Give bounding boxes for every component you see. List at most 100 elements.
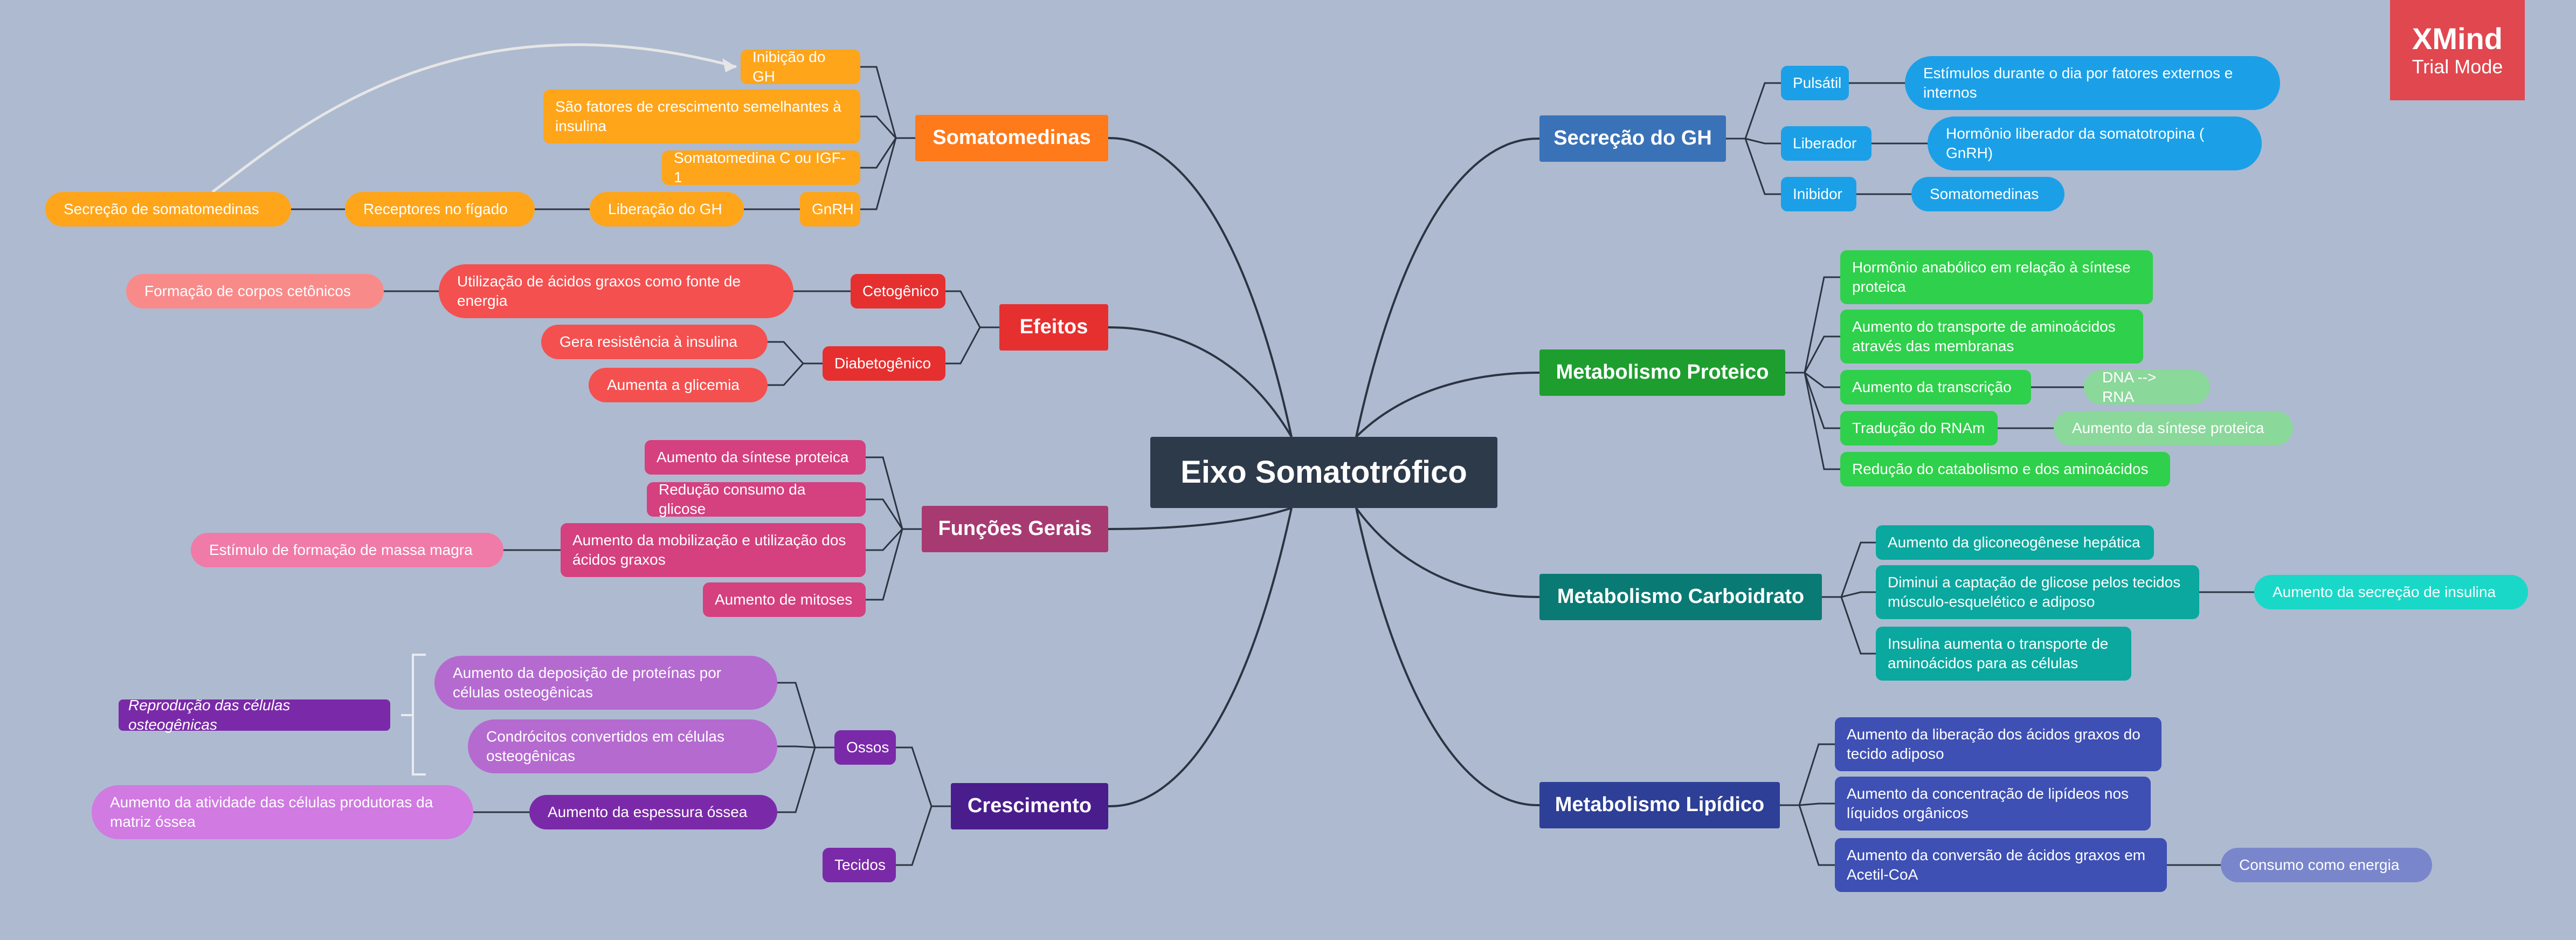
leaf-secrecao-somatomedinas[interactable]: Secreção de somatomedinas xyxy=(45,192,291,227)
central-topic[interactable]: Eixo Somatotrófico xyxy=(1150,437,1497,508)
main-branch-line xyxy=(1355,138,1540,437)
leaf-liberacao-gh[interactable]: Liberação do GH xyxy=(590,192,744,227)
branch-line xyxy=(866,498,903,530)
subtopic-diminui-captacao[interactable]: Diminui a captação de glicose pelos teci… xyxy=(1876,565,2199,619)
branch-line xyxy=(860,115,897,139)
branch-line xyxy=(777,745,816,749)
subtopic-diabetogenico[interactable]: Diabetogênico xyxy=(823,346,945,381)
leaf-deposicao-proteinas[interactable]: Aumento da deposição de proteínas por cé… xyxy=(434,656,777,710)
subtopic-pulsatil[interactable]: Pulsátil xyxy=(1781,66,1849,100)
subtopic-transporte-aminoacidos[interactable]: Aumento do transporte de aminoácidos atr… xyxy=(1840,310,2143,363)
leaf-dna-rna[interactable]: DNA --> RNA xyxy=(2084,369,2210,405)
subtopic-inibicao-gh[interactable]: Inibição do GH xyxy=(741,49,860,85)
main-branch-line xyxy=(1355,372,1540,438)
summary-bracket xyxy=(412,654,426,776)
leaf-aumenta-glicemia[interactable]: Aumenta a glicemia xyxy=(589,368,768,402)
branch-line xyxy=(866,456,903,530)
branch-line xyxy=(1840,541,1876,598)
subtopic-aumento-transcricao[interactable]: Aumento da transcrição xyxy=(1840,370,2031,404)
leaf-somatomedinas[interactable]: Somatomedinas xyxy=(1911,177,2064,211)
leaf-consumo-energia[interactable]: Consumo como energia xyxy=(2221,848,2432,882)
topic-efeitos[interactable]: Efeitos xyxy=(999,304,1108,351)
branch-line xyxy=(1804,372,1840,388)
branch-line xyxy=(866,528,903,551)
subtopic-gliconeogenese[interactable]: Aumento da gliconeogênese hepática xyxy=(1876,525,2154,560)
leaf-atividade-celulas[interactable]: Aumento da atividade das células produto… xyxy=(92,785,473,839)
branch-line xyxy=(1744,82,1781,139)
leaf-resistencia-insulina[interactable]: Gera resistência à insulina xyxy=(541,325,768,359)
watermark-title: XMind xyxy=(2412,21,2503,56)
branch-line xyxy=(1798,805,1835,866)
subtopic-concentracao-lipideos[interactable]: Aumento da concentração de lipídeos nos … xyxy=(1835,777,2151,831)
subtopic-cetogenico[interactable]: Cetogênico xyxy=(851,274,945,308)
subtopic-hormonio-anabolico[interactable]: Hormônio anabólico em relação à síntese … xyxy=(1840,250,2153,304)
leaf-massa-magra[interactable]: Estímulo de formação de massa magra xyxy=(191,533,503,567)
subtopic-traducao-rnam[interactable]: Tradução do RNAm xyxy=(1840,411,1998,445)
branch-line xyxy=(1804,276,1840,373)
leaf-espessura-ossea[interactable]: Aumento da espessura óssea xyxy=(529,795,777,829)
topic-crescimento[interactable]: Crescimento xyxy=(951,783,1108,829)
leaf-hormonio-liberador[interactable]: Hormônio liberador da somatotropina ( Gn… xyxy=(1928,116,2262,170)
watermark-subtitle: Trial Mode xyxy=(2412,56,2503,78)
subtopic-liberador[interactable]: Liberador xyxy=(1781,126,1871,161)
branch-line xyxy=(945,327,981,365)
relationship-arrowhead xyxy=(722,58,736,72)
subtopic-inibidor[interactable]: Inibidor xyxy=(1781,177,1856,211)
subtopic-somatomedina-c[interactable]: Somatomedina C ou IGF-1 xyxy=(662,149,860,186)
branch-line xyxy=(768,362,804,386)
summary-reproducao-celulas[interactable]: Reprodução das células osteogênicas xyxy=(119,697,390,733)
branch-line xyxy=(1744,138,1781,195)
branch-line xyxy=(866,529,903,601)
branch-line xyxy=(1841,591,1876,598)
leaf-estimulos[interactable]: Estímulos durante o dia por fatores exte… xyxy=(1905,56,2280,110)
subtopic-gnrh[interactable]: GnRH xyxy=(800,192,860,227)
relationship-arrow xyxy=(211,43,737,193)
topic-somatomedinas[interactable]: Somatomedinas xyxy=(915,115,1108,161)
leaf-secrecao-insulina[interactable]: Aumento da secreção de insulina xyxy=(2254,575,2528,609)
main-branch-line xyxy=(1108,507,1293,807)
topic-metabolismo-carboidrato[interactable]: Metabolismo Carboidrato xyxy=(1539,574,1822,620)
branch-line xyxy=(1804,372,1840,470)
main-branch-line xyxy=(1108,326,1293,438)
topic-metabolismo-lipidico[interactable]: Metabolismo Lipídico xyxy=(1539,782,1780,828)
subtopic-insulina-transporte[interactable]: Insulina aumenta o transporte de aminoác… xyxy=(1876,627,2131,681)
subtopic-tecidos[interactable]: Tecidos xyxy=(823,848,896,882)
subtopic-conversao-acetil[interactable]: Aumento da conversão de ácidos graxos em… xyxy=(1835,838,2167,892)
branch-line xyxy=(768,341,804,365)
branch-line xyxy=(860,66,897,139)
branch-line xyxy=(1798,743,1835,806)
topic-secrecao-gh[interactable]: Secreção do GH xyxy=(1539,115,1726,162)
branch-line xyxy=(1745,138,1781,145)
branch-line xyxy=(1804,335,1840,373)
leaf-receptores-figado[interactable]: Receptores no fígado xyxy=(345,192,535,227)
branch-line xyxy=(1804,372,1840,429)
leaf-corpos-cetonicos[interactable]: Formação de corpos cetônicos xyxy=(126,274,384,308)
subtopic-reducao-catabolismo[interactable]: Redução do catabolismo e dos aminoácidos xyxy=(1840,452,2170,486)
branch-line xyxy=(860,138,897,169)
main-branch-line xyxy=(1355,507,1540,598)
main-branch-line xyxy=(1355,507,1540,806)
main-branch-line xyxy=(1108,137,1293,437)
subtopic-mitoses[interactable]: Aumento de mitoses xyxy=(703,582,866,617)
main-branch-line xyxy=(1108,507,1292,530)
branch-line xyxy=(777,747,816,813)
branch-line xyxy=(896,806,933,866)
branch-line xyxy=(896,746,933,807)
subtopic-ossos[interactable]: Ossos xyxy=(834,730,896,765)
xmind-trial-watermark: XMind Trial Mode xyxy=(2390,0,2525,100)
subtopic-fatores-crescimento[interactable]: São fatores de crescimento semelhantes à… xyxy=(543,90,860,143)
subtopic-mobilizacao-acidos[interactable]: Aumento da mobilização e utilização dos … xyxy=(561,523,866,577)
subtopic-sintese-proteica[interactable]: Aumento da síntese proteica xyxy=(645,440,866,475)
branch-line xyxy=(1840,596,1876,655)
branch-line xyxy=(1799,802,1835,806)
topic-metabolismo-proteico[interactable]: Metabolismo Proteico xyxy=(1539,349,1785,396)
subtopic-liberacao-acidos[interactable]: Aumento da liberação dos ácidos graxos d… xyxy=(1835,717,2161,771)
leaf-condrocitos[interactable]: Condrócitos convertidos em células osteo… xyxy=(468,719,777,773)
subtopic-reducao-glicose[interactable]: Redução consumo da glicose xyxy=(647,481,866,517)
leaf-utilizacao-acidos[interactable]: Utilização de ácidos graxos como fonte d… xyxy=(439,264,793,318)
branch-line xyxy=(945,290,981,328)
topic-funcoes-gerais[interactable]: Funções Gerais xyxy=(922,506,1108,552)
leaf-aumento-sintese[interactable]: Aumento da síntese proteica xyxy=(2054,411,2293,445)
